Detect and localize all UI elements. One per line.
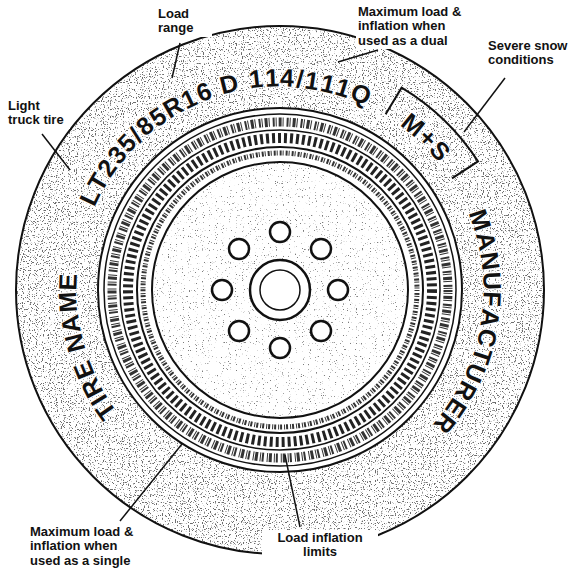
leader-line xyxy=(285,455,300,527)
leader-lines xyxy=(42,43,505,527)
arc-letter: A xyxy=(477,307,504,328)
zigzag-band xyxy=(128,138,432,442)
fine-print-band xyxy=(143,153,417,427)
arc-letter: 1 xyxy=(264,65,279,91)
leader-line xyxy=(464,78,505,132)
arc-letter: U xyxy=(479,271,505,290)
callout-label: Severe snow conditions xyxy=(486,38,582,69)
hub xyxy=(250,260,310,320)
bead-ring xyxy=(120,130,440,450)
arc-letter: F xyxy=(479,291,505,307)
lug-holes xyxy=(212,222,348,358)
leader-line xyxy=(338,50,378,62)
bead-ring xyxy=(104,114,456,466)
fine-print-band xyxy=(112,122,448,458)
callout-label: Maximum load & inflation when used as a … xyxy=(356,4,474,49)
arc-letter: A xyxy=(57,313,85,335)
callout-label: Light truck tire xyxy=(6,98,70,129)
arc-letter: E xyxy=(55,273,81,291)
leader-line xyxy=(42,134,70,170)
leader-line xyxy=(120,444,182,521)
rim-edge xyxy=(152,162,408,418)
callout-label: Load inflation limits xyxy=(262,530,378,561)
rim-speckle xyxy=(152,162,408,418)
tire-outline xyxy=(16,26,544,554)
callout-label: Maximum load & inflation when used as a … xyxy=(28,524,152,569)
arc-letter: M xyxy=(55,291,81,313)
bracket xyxy=(386,88,478,179)
arc-letter: 1 xyxy=(247,66,264,92)
rim-flange xyxy=(137,147,423,433)
arc-letter: N xyxy=(476,250,503,271)
sidewall-speckle xyxy=(16,26,544,554)
bead-ring xyxy=(98,108,462,472)
leader-line xyxy=(172,43,180,78)
hub xyxy=(260,270,300,310)
arc-letter: 4 xyxy=(280,65,295,90)
callout-label: Load range xyxy=(156,6,212,37)
